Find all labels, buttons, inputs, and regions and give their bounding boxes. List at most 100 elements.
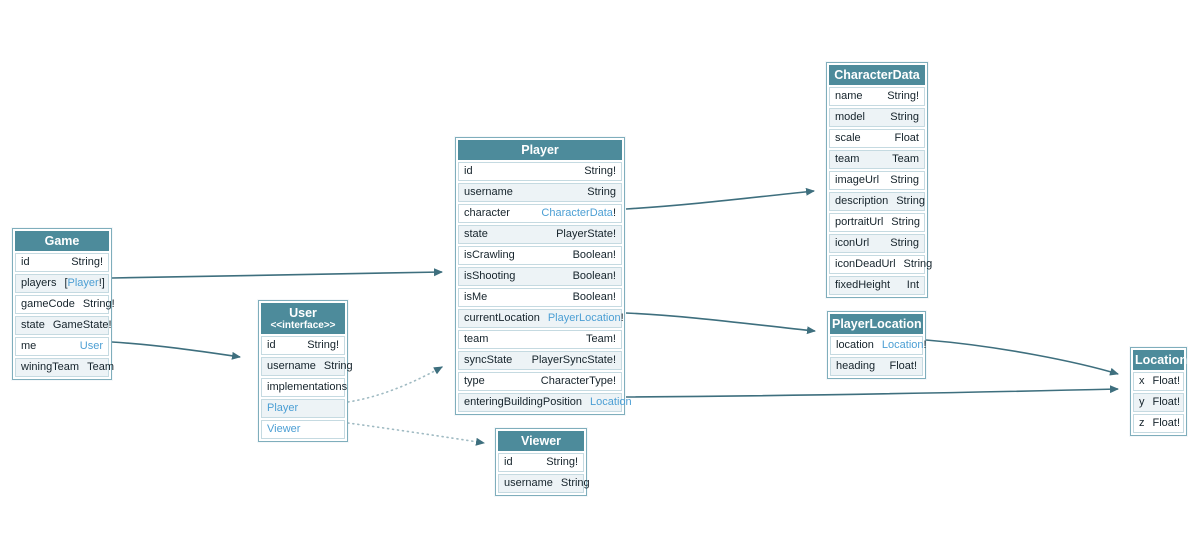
implementations-label: implementations <box>267 381 348 393</box>
player-header[interactable]: Player <box>458 140 622 160</box>
type-text: String <box>323 360 353 372</box>
field-name: gameCode <box>21 298 75 310</box>
field-type: Float! <box>1153 375 1181 388</box>
field-type: Team <box>892 153 919 166</box>
characterdata-field-iconDeadUrl[interactable]: iconDeadUrl String <box>829 255 932 274</box>
type-link[interactable]: Location <box>881 339 924 351</box>
type-text: Team! <box>586 333 616 345</box>
edge-player-currentlocation-to-playerlocation <box>625 312 816 335</box>
characterdata-header[interactable]: CharacterData <box>829 65 925 85</box>
user-field-id[interactable]: id String! <box>261 336 345 355</box>
type-link[interactable]: PlayerLocation <box>547 312 621 324</box>
type-text: Boolean! <box>572 249 616 261</box>
field-name: state <box>464 228 488 240</box>
type-text: PlayerState! <box>556 228 616 240</box>
player-field-enteringBuildingPosition[interactable]: enteringBuildingPosition Location <box>458 393 632 412</box>
viewer-header[interactable]: Viewer <box>498 431 584 451</box>
playerlocation-header[interactable]: PlayerLocation <box>830 314 923 334</box>
user-field-implementations[interactable]: implementations <box>261 378 348 397</box>
game-header[interactable]: Game <box>15 231 109 251</box>
user-header[interactable]: User<<interface>> <box>261 303 345 334</box>
characterdata-field-iconUrl[interactable]: iconUrl String <box>829 234 925 253</box>
field-name: players <box>21 277 57 289</box>
location-header[interactable]: Location <box>1133 350 1187 370</box>
type-text: ! <box>612 207 616 219</box>
edge-game-me-to-user <box>111 341 241 360</box>
field-name: state <box>21 319 45 331</box>
type-link[interactable]: User <box>79 340 103 352</box>
type-text: PlayerSyncState! <box>531 354 616 366</box>
field-type: String <box>561 477 590 490</box>
type-text: !] <box>98 277 105 289</box>
field-name: id <box>267 339 276 351</box>
type-link[interactable]: Location <box>590 396 632 408</box>
edge-player-enteringbuildingposition-to-location <box>625 385 1119 398</box>
type-text: Boolean! <box>572 291 616 303</box>
field-type: Team <box>87 361 114 374</box>
field-type: CharacterType! <box>541 375 616 388</box>
type-text: String! <box>307 339 339 351</box>
field-name: enteringBuildingPosition <box>464 396 583 408</box>
type-text: GameState! <box>52 319 112 331</box>
field-name: isShooting <box>464 270 516 282</box>
field-name: imageUrl <box>835 174 880 186</box>
user-field-Player[interactable]: Player <box>261 399 345 418</box>
game-field-state[interactable]: state GameState! <box>15 316 112 335</box>
field-name: description <box>835 195 889 207</box>
implementation-link[interactable]: Viewer <box>267 423 301 435</box>
field-type: String <box>890 237 919 250</box>
user-field-Viewer[interactable]: Viewer <box>261 420 345 439</box>
playerlocation-field-heading[interactable]: heading Float! <box>830 357 923 376</box>
type-link[interactable]: Player <box>67 277 99 289</box>
implementation-link[interactable]: Player <box>267 402 299 414</box>
field-name: heading <box>836 360 876 372</box>
field-name: iconDeadUrl <box>835 258 896 270</box>
field-name: id <box>464 165 473 177</box>
field-name: iconUrl <box>835 237 870 249</box>
field-type: Int <box>907 279 919 292</box>
type-link[interactable]: CharacterData <box>541 207 613 219</box>
field-type: String <box>890 111 919 124</box>
type-text: Float! <box>889 360 917 372</box>
type-text: ! <box>923 339 927 351</box>
player-field-state[interactable]: state PlayerState! <box>458 225 622 244</box>
type-text: String <box>903 258 933 270</box>
game-field-players[interactable]: players[Player!] <box>15 274 109 293</box>
